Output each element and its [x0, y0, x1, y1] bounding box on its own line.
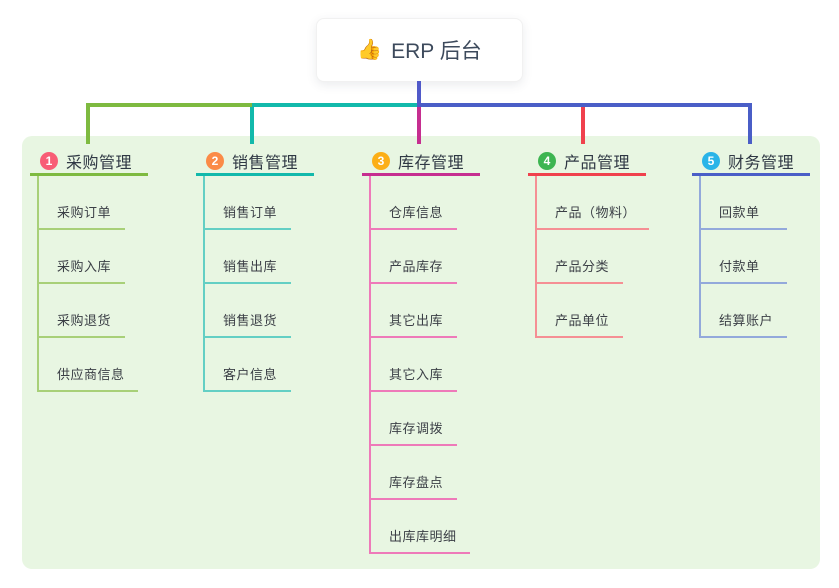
- child-node[interactable]: 采购退货: [39, 284, 125, 338]
- connector-drop-branch-1: [86, 107, 90, 144]
- branch-title: 产品管理: [564, 154, 631, 172]
- branch-number-badge: 1: [40, 151, 58, 170]
- branch-3: 3 库存管理 仓库信息产品库存其它出库其它入库库存调拨库存盘点出库库明细: [362, 148, 480, 554]
- child-node[interactable]: 销售退货: [205, 284, 291, 338]
- thumbs-up-icon: 👍: [357, 39, 383, 61]
- branch-children: 采购订单采购入库采购退货供应商信息: [37, 176, 138, 392]
- root-title: ERP 后台: [391, 40, 482, 63]
- child-node[interactable]: 产品分类: [537, 230, 623, 284]
- child-node[interactable]: 客户信息: [205, 338, 291, 392]
- child-node[interactable]: 付款单: [701, 230, 787, 284]
- branch-children: 回款单付款单结算账户: [699, 176, 787, 338]
- branch-5: 5 财务管理 回款单付款单结算账户: [692, 148, 810, 338]
- child-node[interactable]: 采购入库: [39, 230, 125, 284]
- child-node[interactable]: 结算账户: [701, 284, 787, 338]
- child-node[interactable]: 销售订单: [205, 176, 291, 230]
- child-node[interactable]: 仓库信息: [371, 176, 457, 230]
- branch-number-badge: 3: [372, 151, 390, 170]
- child-node[interactable]: 回款单: [701, 176, 787, 230]
- branch-children: 销售订单销售出库销售退货客户信息: [203, 176, 291, 392]
- branch-title: 库存管理: [398, 154, 465, 172]
- child-node[interactable]: 其它出库: [371, 284, 457, 338]
- child-node[interactable]: 产品库存: [371, 230, 457, 284]
- child-node[interactable]: 产品（物料）: [537, 176, 650, 230]
- branch-title: 财务管理: [728, 154, 795, 172]
- child-node[interactable]: 库存盘点: [371, 446, 457, 500]
- child-node[interactable]: 供应商信息: [39, 338, 138, 392]
- branch-number-badge: 5: [702, 151, 720, 170]
- connector-drop-branch-2: [250, 107, 254, 144]
- branch-children: 仓库信息产品库存其它出库其它入库库存调拨库存盘点出库库明细: [369, 176, 470, 554]
- branch-children: 产品（物料）产品分类产品单位: [535, 176, 650, 338]
- connector-drop-branch-4: [581, 107, 585, 144]
- child-node[interactable]: 出库库明细: [371, 500, 470, 554]
- branch-number-badge: 2: [206, 151, 224, 170]
- connector-horizontal: [86, 103, 252, 107]
- child-node[interactable]: 库存调拨: [371, 392, 457, 446]
- connector-horizontal: [421, 103, 752, 107]
- child-node[interactable]: 产品单位: [537, 284, 623, 338]
- connector-drop-branch-5: [748, 107, 752, 144]
- branch-4: 4 产品管理 产品（物料）产品分类产品单位: [528, 148, 650, 338]
- branch-1: 1 采购管理 采购订单采购入库采购退货供应商信息: [30, 148, 148, 392]
- connector-drop-branch-3: [417, 107, 421, 144]
- connector-horizontal: [252, 103, 417, 107]
- branch-2: 2 销售管理 销售订单销售出库销售退货客户信息: [196, 148, 314, 392]
- root-node[interactable]: 👍 ERP 后台: [316, 18, 523, 82]
- branch-title: 销售管理: [232, 154, 299, 172]
- branch-number-badge: 4: [538, 151, 556, 170]
- root-connector-stem: [417, 81, 421, 107]
- child-node[interactable]: 其它入库: [371, 338, 457, 392]
- branch-title: 采购管理: [66, 154, 133, 172]
- mindmap-panel: [22, 136, 820, 569]
- child-node[interactable]: 采购订单: [39, 176, 125, 230]
- child-node[interactable]: 销售出库: [205, 230, 291, 284]
